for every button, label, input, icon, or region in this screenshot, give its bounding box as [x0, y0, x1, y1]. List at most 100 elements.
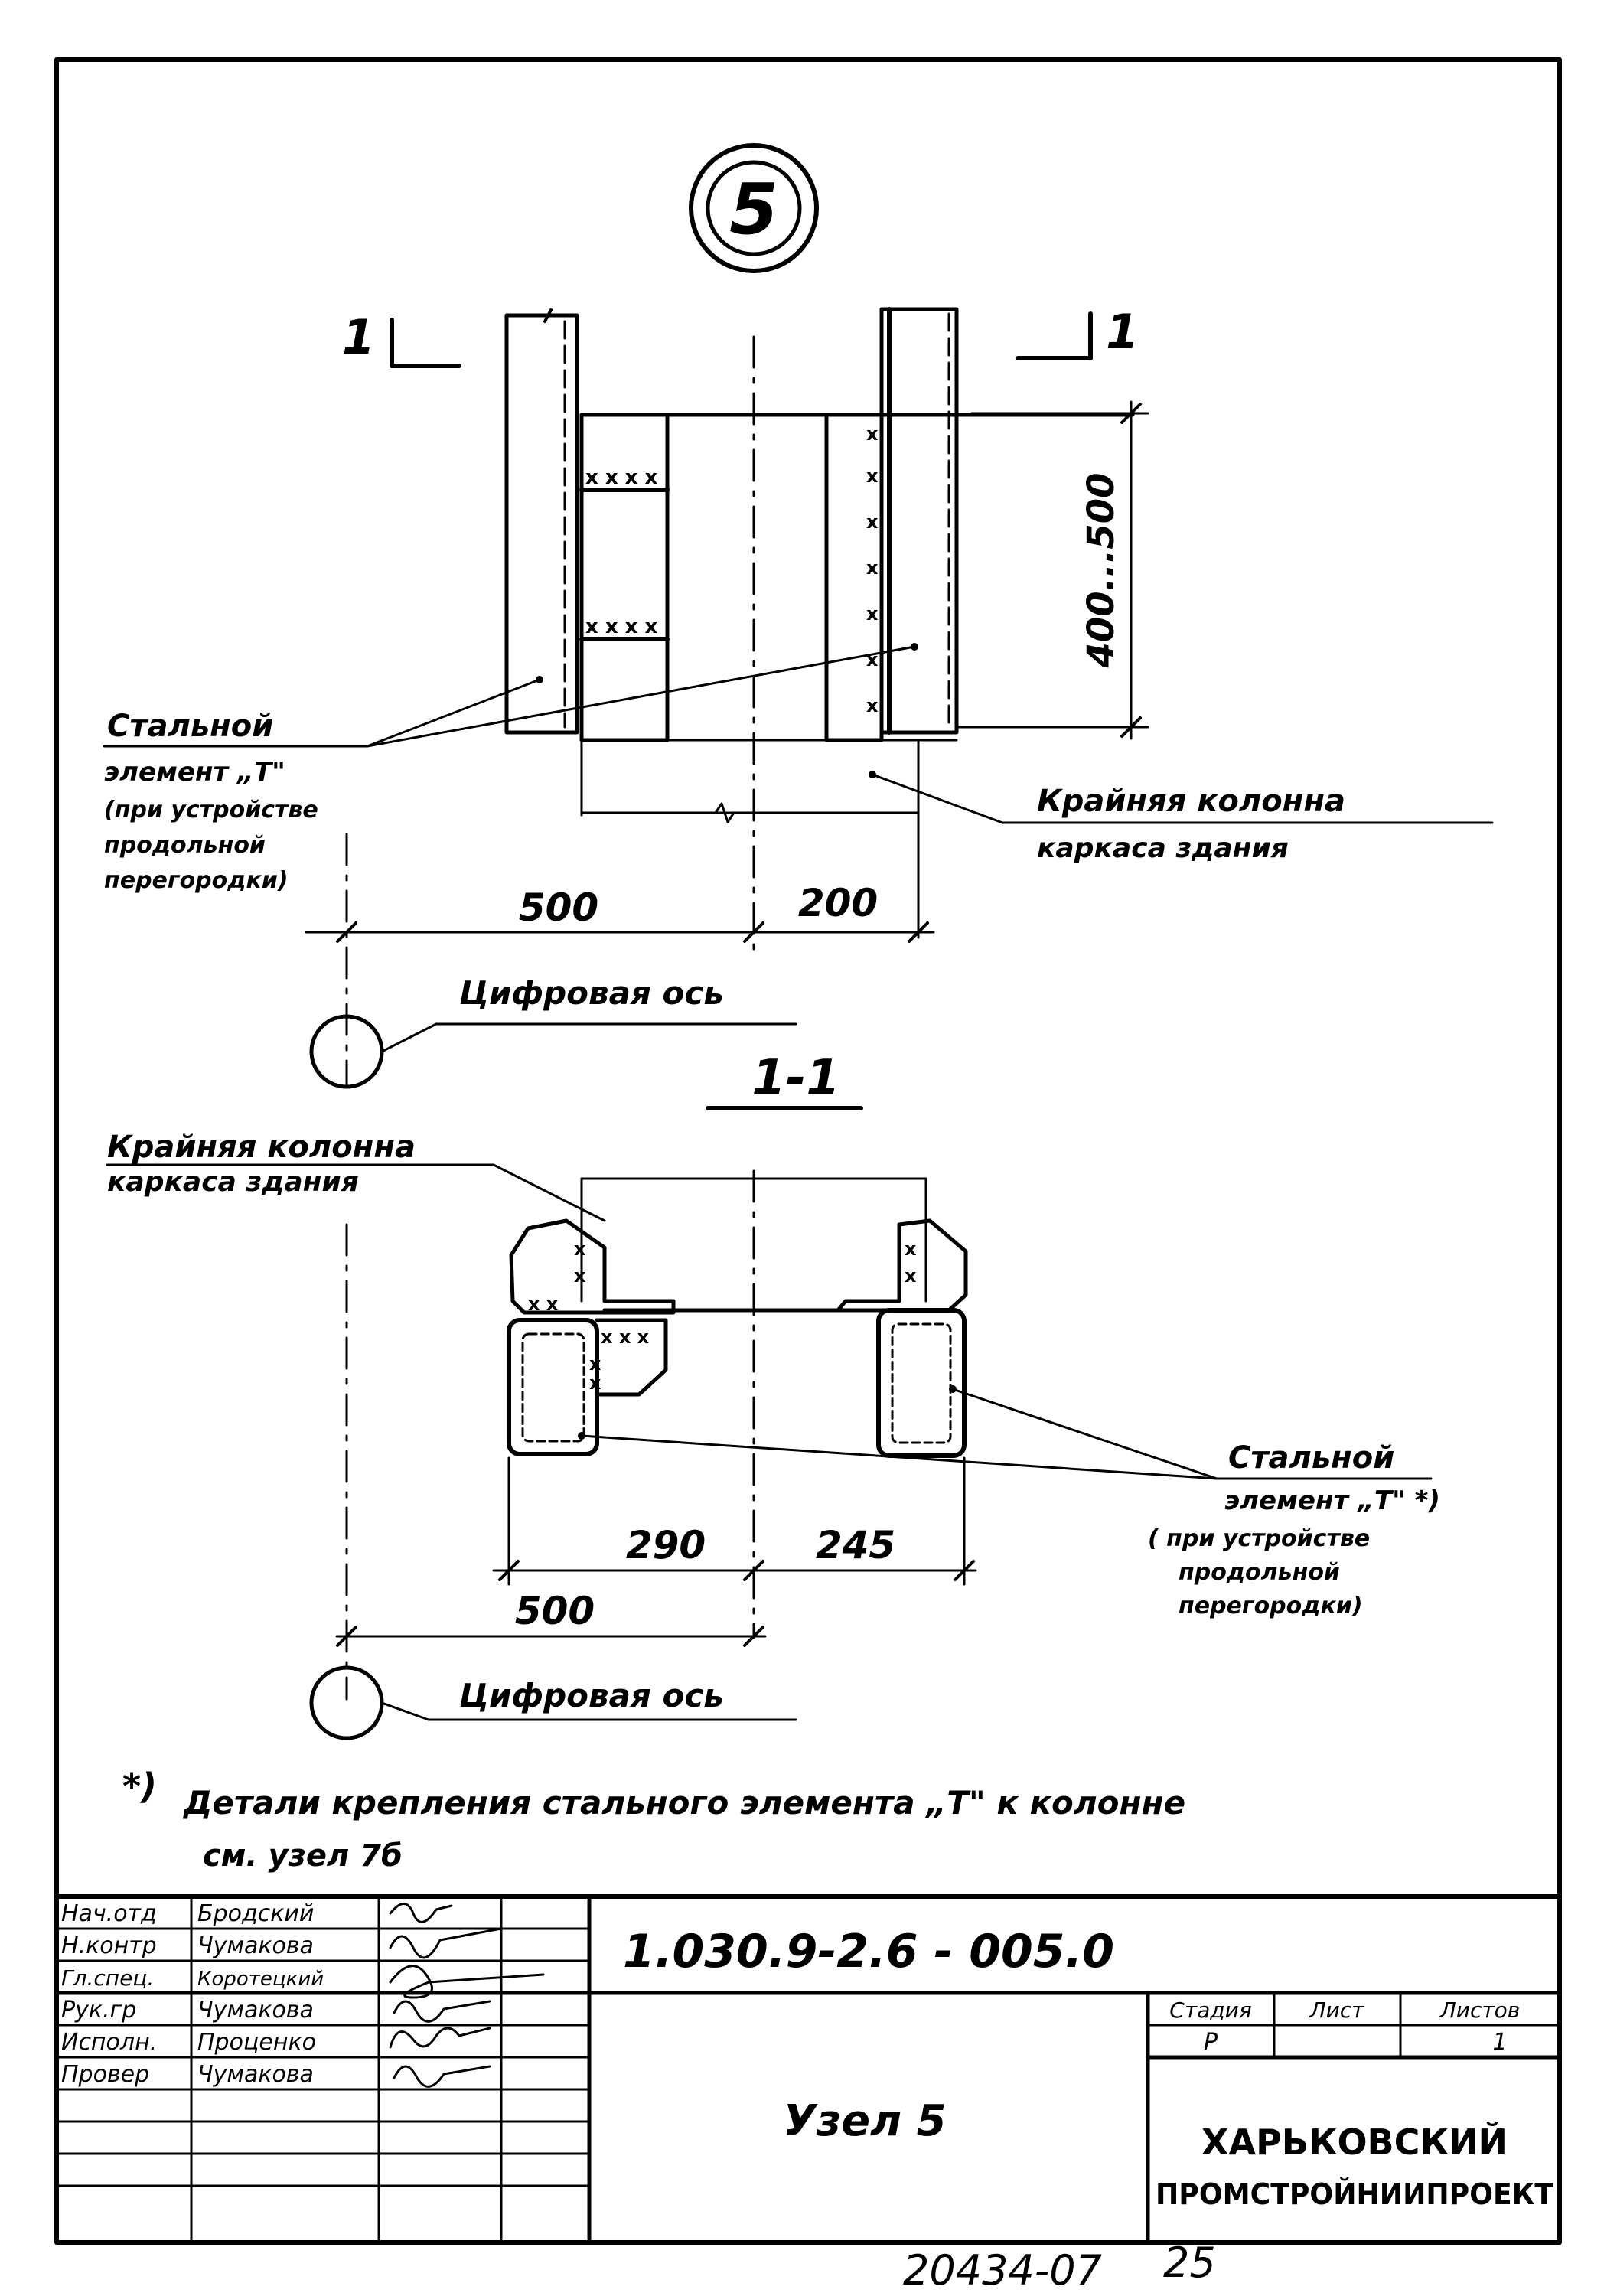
leader-steel-element: Стальной элемент „Т" (при устройстве про…: [103, 643, 918, 894]
axis-bubble-plan: Цифровая ось: [309, 974, 797, 1089]
node-mark: 5: [689, 143, 819, 273]
sheet-header: Лист: [1309, 1998, 1365, 2023]
footnote-line2: см. узел 7б: [203, 1838, 403, 1874]
section-dimension-top: 290 245: [492, 1456, 977, 1586]
section-cut-label-left: 1: [342, 309, 375, 365]
role-name: Коротецкий: [197, 1968, 324, 1991]
role-name: Чумакова: [197, 2061, 314, 2088]
section-cut-label-right: 1: [1106, 304, 1139, 360]
section-steel-label-line5: перегородки): [1179, 1593, 1363, 1619]
role-name: Чумакова: [197, 1932, 314, 1959]
weld-marks: x: [866, 465, 879, 487]
sheets-value: 1: [1492, 2029, 1507, 2056]
footnote: *) Детали крепления стального элемента „…: [122, 1766, 1185, 1874]
dimension-plan-horizontal: 500 200: [305, 814, 935, 1088]
leader-column: Крайняя колонна каркаса здания: [869, 771, 1494, 864]
section-cut-mark-left: 1: [342, 309, 461, 368]
axis-label-section: Цифровая ось: [459, 1677, 724, 1714]
leader-dot: [869, 771, 876, 778]
dimension-right-label: 200: [798, 881, 878, 925]
section-column-label-line2: каркаса здания: [107, 1166, 359, 1198]
role-label: Рук.гр: [61, 1997, 136, 2024]
leader-dot: [536, 676, 543, 683]
dimension-height: 400...500: [955, 400, 1149, 740]
weld-marks: x: [574, 1238, 586, 1260]
axis-label-plan: Цифровая ось: [459, 974, 724, 1012]
leader-dot: [578, 1432, 585, 1440]
steel-element-label-line3: (при устройстве: [104, 797, 318, 823]
stage-header: Стадия: [1169, 1998, 1251, 2023]
section-column-label-line1: Крайняя колонна: [107, 1130, 416, 1165]
sheet-title: Узел 5: [783, 2096, 946, 2146]
section-leader-steel: Стальной элемент „Т" *) ( при устройстве…: [578, 1385, 1440, 1619]
plan-view: 1 1 x x x x x x x x: [103, 304, 1494, 1089]
section-title: 1-1: [751, 1050, 840, 1107]
signature: [393, 2000, 491, 2023]
steel-element-label-line4: продольной: [104, 832, 266, 859]
section-column: [580, 1169, 927, 1639]
footnote-line1: Детали крепления стального элемента „Т" …: [182, 1784, 1185, 1821]
sheet-frame: [54, 57, 1562, 2245]
weld-marks: x: [574, 1265, 586, 1287]
steel-element-right: x x x x x x x: [866, 307, 959, 735]
weld-marks: x x x x: [585, 466, 657, 489]
section-cut-mark-right: 1: [1016, 304, 1139, 360]
column-label-line2: каркаса здания: [1037, 833, 1289, 864]
section-steel-label-line4: продольной: [1179, 1559, 1340, 1586]
signature: [389, 1965, 545, 1999]
left-bracket: x x x x: [509, 1218, 676, 1315]
weld-marks: x: [905, 1265, 917, 1287]
organization-line1: ХАРЬКОВСКИЙ: [1201, 2122, 1508, 2163]
sheets-header: Листов: [1439, 1998, 1521, 2023]
leader-dot: [949, 1385, 957, 1393]
node-mark-number: 5: [729, 168, 778, 250]
dimension-height-label: 400...500: [1080, 472, 1123, 668]
role-label: Н.контр: [61, 1932, 157, 1959]
weld-marks: x: [905, 1238, 917, 1260]
section-steel-label-line1: Стальной: [1228, 1440, 1394, 1476]
connector-plate: x x x x x x x x: [579, 413, 670, 742]
signature: [393, 2065, 491, 2088]
weld-marks: x: [866, 695, 879, 716]
role-label: Провер: [61, 2061, 149, 2088]
signature: [389, 2027, 491, 2049]
section-dimension-left-label: 290: [626, 1523, 706, 1567]
section-view: 1-1 Крайняя колонна каркаса здания x x x…: [106, 1050, 1440, 1740]
steel-element-left: [504, 308, 579, 735]
organization-line2: ПРОМСТРОЙНИИПРОЕКТ: [1156, 2177, 1553, 2211]
role-name: Проценко: [197, 2029, 316, 2056]
title-block: Нач.отд Бродский Н.контр Чумакова Гл.спе…: [54, 1894, 1562, 2245]
page-number: 25: [1163, 2239, 1216, 2287]
steel-element-label-line1: Стальной: [107, 709, 273, 744]
steel-element-label-line2: элемент „Т": [104, 757, 285, 788]
stage-value: Р: [1204, 2029, 1218, 2056]
weld-marks: x: [589, 1372, 601, 1394]
archive-code: 20434-07: [903, 2246, 1102, 2294]
weld-marks: x: [589, 1353, 601, 1375]
weld-marks: x: [866, 423, 879, 445]
weld-marks: x: [866, 511, 879, 533]
axis-bubble-section: Цифровая ось: [309, 1665, 797, 1740]
role-label: Гл.спец.: [61, 1965, 154, 1991]
signature: [389, 1927, 503, 1959]
section-steel-label-line3: ( при устройстве: [1148, 1525, 1370, 1552]
role-name: Бродский: [197, 1900, 314, 1927]
footnote-mark: *): [122, 1766, 157, 1807]
right-bracket: x x: [836, 1218, 968, 1313]
document-code: 1.030.9-2.6 - 005.0: [623, 1925, 1114, 1978]
weld-marks: x: [866, 649, 879, 670]
role-label: Исполн.: [61, 2029, 157, 2056]
leader-dot: [911, 643, 918, 651]
role-name: Чумакова: [197, 1997, 314, 2024]
weld-marks: x x x x: [585, 615, 657, 638]
section-dimension-total: 500: [335, 1223, 767, 1701]
dimension-left-label: 500: [519, 885, 598, 930]
weld-marks: x x x: [601, 1326, 650, 1348]
column-label-line1: Крайняя колонна: [1037, 784, 1345, 819]
section-steel-label-line2: элемент „Т" *): [1224, 1486, 1440, 1516]
weld-marks: x: [866, 557, 879, 579]
tube-right: [876, 1308, 967, 1458]
tube-left: x x x x x: [507, 1318, 668, 1456]
section-column-label: Крайняя колонна каркаса здания: [106, 1130, 606, 1222]
